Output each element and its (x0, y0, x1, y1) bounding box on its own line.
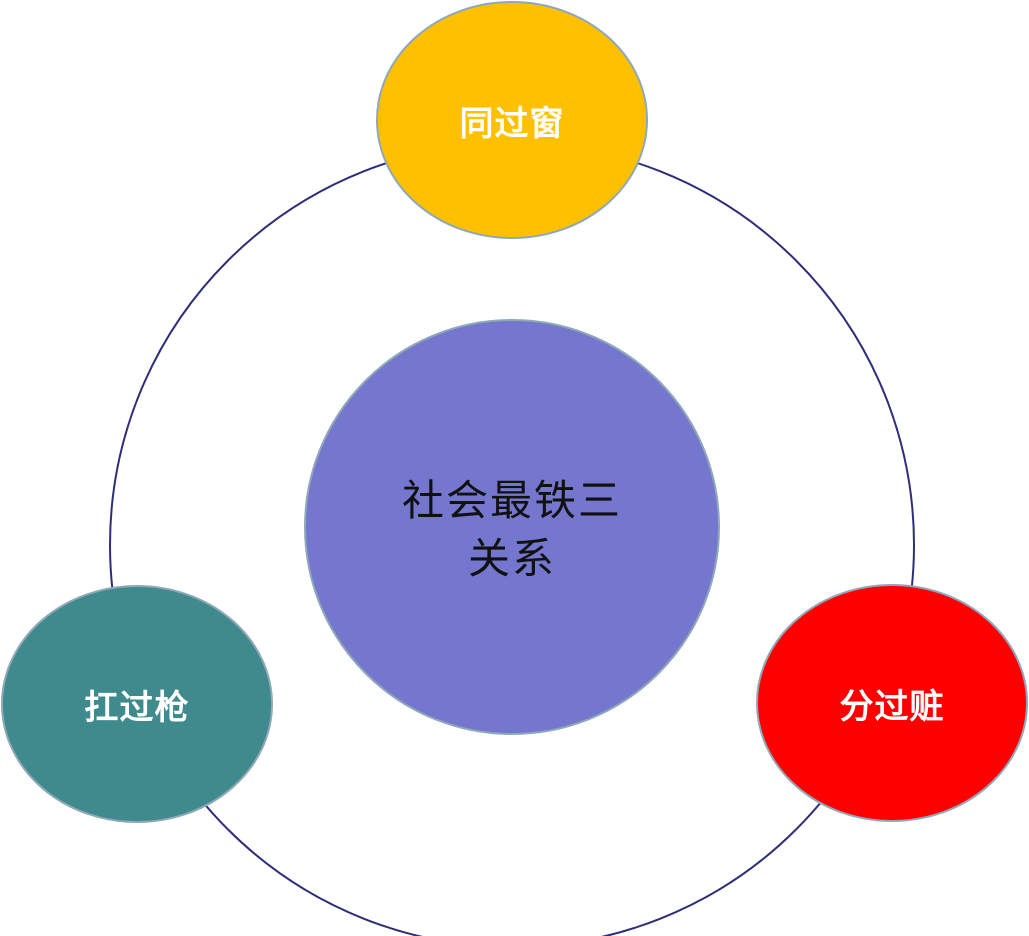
node-right-label: 分过赃 (839, 686, 945, 727)
node-left-circle (1, 585, 273, 823)
node-right-circle (756, 584, 1028, 822)
center-label-line-2: 关系 (467, 534, 556, 583)
node-left-label: 扛过枪 (84, 687, 190, 728)
center-circle (304, 319, 720, 735)
node-top-circle (376, 1, 648, 239)
node-top-label: 同过窗 (459, 103, 565, 144)
center-label: 社会最铁三 关系 (362, 470, 662, 590)
center-label-line-1: 社会最铁三 (401, 476, 622, 525)
